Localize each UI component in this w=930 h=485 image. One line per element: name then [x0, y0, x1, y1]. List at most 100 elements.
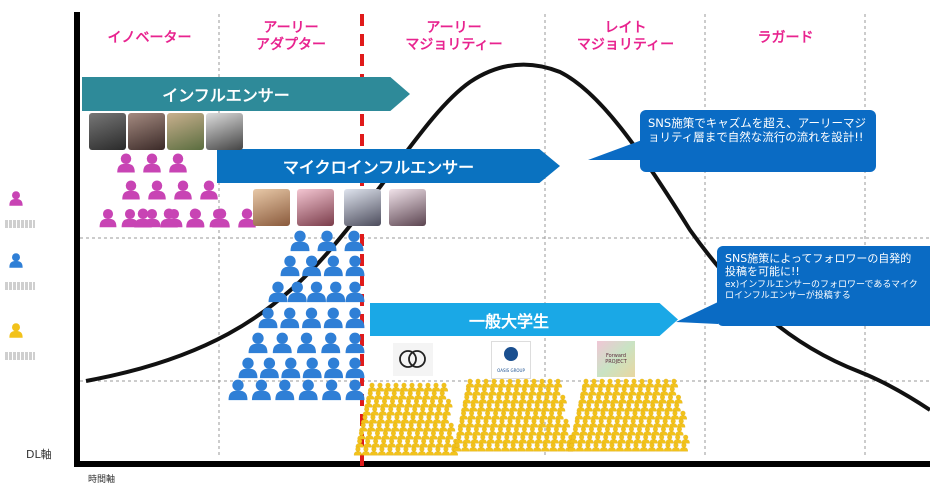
- person-icon: [259, 357, 279, 379]
- person-icon: [650, 394, 659, 404]
- segment-early-majority: アーリー マジョリティー: [365, 20, 543, 54]
- person-icon: [465, 418, 475, 428]
- segment-early-adopter: アーリー アダプター: [222, 20, 360, 54]
- person-icon: [675, 426, 684, 436]
- person-icon: [369, 446, 379, 456]
- person-icon: [418, 406, 427, 416]
- person-icon: [413, 430, 422, 440]
- person-icon: [613, 418, 622, 428]
- person-icon: [653, 378, 663, 388]
- person-icon: [558, 434, 567, 444]
- person-icon: [571, 426, 580, 436]
- person-icon: [611, 426, 620, 436]
- person-icon: [392, 414, 402, 424]
- person-icon: [651, 426, 660, 436]
- person-icon: [99, 208, 117, 228]
- micro-influencer-arrow-label: マイクロインフルエンサー: [282, 158, 475, 177]
- person-icon: [605, 418, 614, 428]
- person-icon: [483, 410, 492, 420]
- person-icon: [467, 410, 476, 420]
- person-icon: [621, 418, 630, 428]
- person-icon: [431, 382, 441, 392]
- person-icon: [395, 438, 404, 448]
- person-icon: [619, 426, 628, 436]
- person-icon: [604, 386, 613, 396]
- segment-late-majority: レイト マジョリティー: [548, 20, 703, 54]
- person-icon: [553, 378, 563, 388]
- person-icon: [520, 426, 529, 436]
- person-icon: [649, 434, 658, 444]
- person-icon: [187, 208, 205, 228]
- person-icon: [678, 410, 688, 420]
- person-icon: [406, 390, 415, 400]
- person-icon: [521, 378, 531, 388]
- person-icon: [545, 418, 555, 428]
- person-icon: [440, 414, 450, 424]
- person-icon: [513, 378, 523, 388]
- person-icon: [275, 379, 295, 401]
- person-icon: [581, 418, 590, 428]
- person-icon: [374, 390, 383, 400]
- micro-influencer-photo-1: [253, 189, 290, 226]
- micro-influencer-photo-4: [389, 189, 426, 226]
- person-icon: [664, 402, 673, 412]
- person-icon: [533, 442, 542, 452]
- person-icon: [470, 434, 479, 444]
- person-icon: [529, 418, 539, 428]
- person-icon: [431, 422, 440, 432]
- person-icon: [391, 422, 400, 432]
- person-icon: [353, 446, 363, 456]
- person-icon: [528, 426, 537, 436]
- person-icon: [661, 378, 671, 388]
- person-icon: [357, 430, 366, 440]
- person-icon: [668, 386, 677, 396]
- micro-influencer-photo-3: [344, 189, 381, 226]
- x-axis-label: 時間軸: [88, 475, 116, 485]
- person-icon: [630, 410, 640, 420]
- person-icon: [439, 422, 448, 432]
- person-icon: [258, 307, 278, 329]
- person-icon: [615, 442, 625, 452]
- person-icon: [673, 434, 682, 444]
- person-icon: [587, 426, 596, 436]
- person-icon: [473, 378, 483, 388]
- person-icon: [121, 208, 139, 228]
- person-icon: [432, 414, 442, 424]
- person-icon: [582, 410, 592, 420]
- person-icon: [672, 402, 681, 412]
- oasis-logo-text: OASIS GROUP: [497, 368, 525, 373]
- person-icon: [443, 438, 452, 448]
- person-icon: [488, 386, 497, 396]
- person-icon: [622, 410, 632, 420]
- person-icon: [117, 153, 135, 173]
- influencer-photo-2: [128, 113, 165, 150]
- person-icon: [415, 382, 425, 392]
- person-icon: [636, 386, 645, 396]
- cc-logo: [393, 343, 433, 376]
- person-icon: [364, 398, 373, 408]
- person-icon: [624, 402, 633, 412]
- oasis-logo: OASIS GROUP: [491, 341, 531, 379]
- influencer-arrow-label: インフルエンサー: [162, 86, 290, 105]
- segment-laggard: ラガード: [708, 30, 863, 47]
- person-icon: [542, 434, 551, 444]
- person-icon: [461, 442, 470, 452]
- person-icon: [641, 434, 650, 444]
- person-icon: [594, 394, 603, 404]
- person-icon: [547, 410, 556, 420]
- person-icon: [654, 410, 664, 420]
- person-icon: [472, 386, 481, 396]
- segment-early-majority-line1: アーリー: [426, 20, 482, 36]
- person-icon: [444, 398, 453, 408]
- person-icon: [509, 402, 518, 412]
- person-icon: [402, 406, 411, 416]
- person-icon: [513, 418, 523, 428]
- person-icon: [494, 394, 503, 404]
- influencer-photo-3: [167, 113, 204, 150]
- person-icon: [414, 390, 423, 400]
- person-icon: [580, 386, 589, 396]
- bell-curve: [85, 62, 930, 412]
- person-icon: [390, 390, 399, 400]
- blue-person-cluster: [228, 230, 365, 401]
- person-icon: [505, 378, 515, 388]
